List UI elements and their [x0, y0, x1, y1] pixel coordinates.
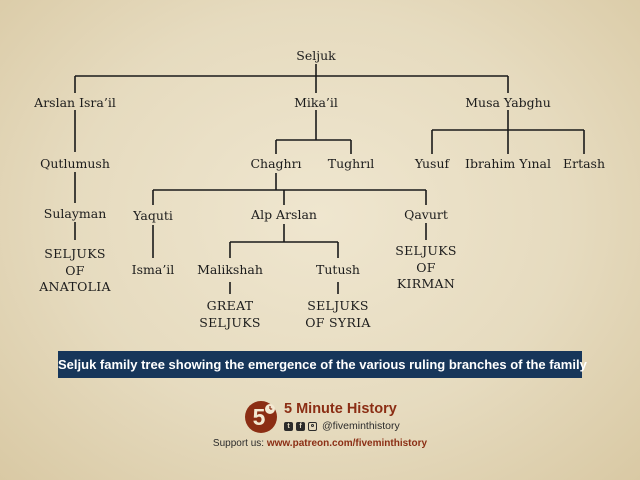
node-yaquti: Yaquti — [133, 208, 173, 223]
support-label: Support us: — [212, 438, 267, 449]
footer: 5 5 Minute History t f @fiveminthistory … — [0, 395, 640, 455]
node-arslan-israil: Arslan Isra’il — [34, 95, 116, 110]
social-links: t f @fiveminthistory — [284, 420, 400, 432]
node-tutush: Tutush — [316, 262, 360, 277]
social-handle[interactable]: @fiveminthistory — [322, 420, 400, 432]
support-link[interactable]: www.patreon.com/fiveminthistory — [266, 438, 428, 449]
twitter-icon[interactable]: t — [284, 421, 293, 431]
node-chaghri: Chaghrı — [250, 156, 302, 171]
branch-seljuks-of-syria: SELJUKS OF SYRIA — [305, 298, 371, 330]
node-tughril: Tughrıl — [327, 156, 375, 171]
node-seljuk: Seljuk — [296, 48, 336, 63]
node-yusuf: Yusuf — [414, 156, 450, 171]
brand-name: 5 Minute History — [284, 401, 397, 417]
branch-seljuks-of-kirman: SELJUKS OF KIRMAN — [395, 243, 457, 291]
node-qavurt: Qavurt — [404, 207, 448, 222]
node-ismail: Isma’il — [131, 262, 175, 277]
node-sulayman: Sulayman — [43, 206, 107, 221]
logo-numeral: 5 — [253, 404, 266, 430]
node-qutlumush: Qutlumush — [40, 156, 110, 171]
node-ertash: Ertash — [562, 156, 606, 171]
branch-seljuks-of-anatolia: SELJUKS OF ANATOLIA — [39, 246, 111, 294]
five-minute-history-logo: 5 — [245, 401, 277, 433]
caption-banner: Seljuk family tree showing the emergence… — [58, 351, 587, 378]
node-malikshah: Malikshah — [197, 262, 263, 277]
node-alp-arslan: Alp Arslan — [251, 207, 317, 222]
node-ibrahim-yinal: Ibrahim Yınal — [465, 156, 551, 171]
clock-icon — [265, 404, 275, 414]
node-mikail: Mika’il — [294, 95, 338, 110]
branch-great-seljuks: GREAT SELJUKS — [199, 298, 261, 330]
instagram-icon[interactable] — [308, 421, 317, 431]
facebook-icon[interactable]: f — [296, 421, 305, 431]
support-line: Support us: www.patreon.com/fiveminthist… — [0, 438, 640, 449]
node-musa-yabghu: Musa Yabghu — [465, 95, 551, 110]
